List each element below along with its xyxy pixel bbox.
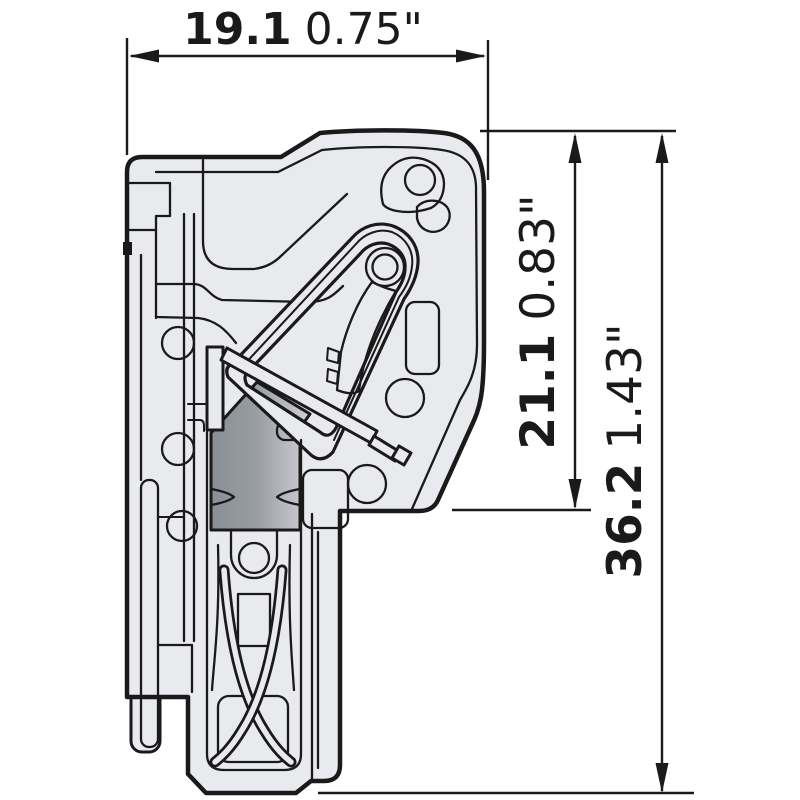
- part-profile: [123, 128, 487, 796]
- spring-loop-midline: [240, 229, 414, 441]
- dimension-height-upper: 21.10.83": [452, 133, 591, 512]
- lower-spring-cavity: [205, 430, 303, 772]
- pin-notch-left: [209, 487, 236, 507]
- part-body-outline: [124, 128, 487, 796]
- dim-height-upper-label: 21.10.83": [511, 194, 566, 449]
- loop-keyhole: [326, 246, 406, 395]
- clamp-bar: [205, 345, 413, 467]
- pin-notch-right: [275, 487, 302, 507]
- dim-height-overall-label: 36.21.43": [598, 323, 653, 578]
- dimension-height-overall: 36.21.43": [318, 133, 694, 795]
- interior-detail-lines: [123, 145, 479, 781]
